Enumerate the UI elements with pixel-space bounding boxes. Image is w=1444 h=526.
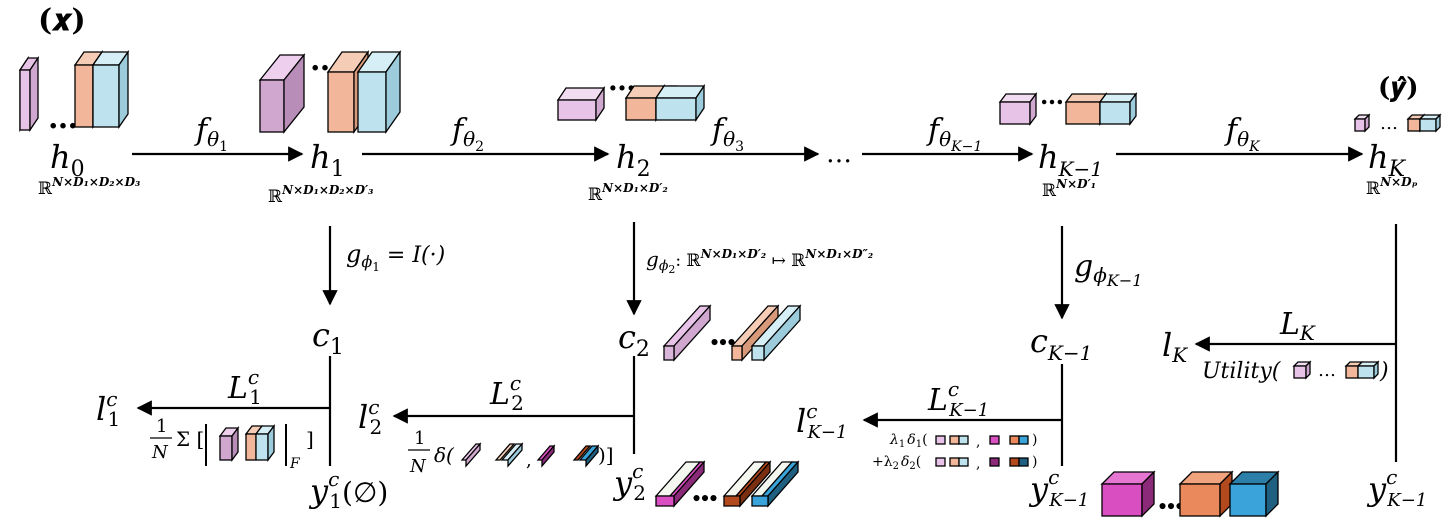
h2-feature-maps: … [556,64,706,123]
yK-1-label-cubes: … [1100,470,1280,518]
node-hK-1: hK−1 [1038,138,1103,181]
utility-word: Utility( [1202,359,1281,384]
f2-frac-den: N [409,456,427,477]
node-c1: c1 [312,316,344,360]
c2-feature-bars: … [662,304,802,362]
f1-norm-sub: F [289,456,301,472]
f-theta-2: fθ2 [450,113,484,155]
g-phi-1: gϕ1 = I(·) [346,240,445,274]
formula-loss-2: 1 N δ( , )] [408,428,614,477]
node-h0: h0 [50,138,85,182]
input-marker: (𝒙) [38,3,86,38]
fK1-line1-comma: , [976,434,980,450]
node-h2: h2 [616,138,651,182]
hK1-ellipsis: … [1040,81,1064,110]
space-h2: ℝN×D₁×D′₂ [588,181,668,205]
f-theta-K: fθK [1224,113,1261,155]
f2-frac-num: 1 [414,428,425,449]
formula-loss-1: 1 N Σ [ F ] [150,416,314,472]
h1-feature-maps: … [258,43,402,135]
fK1-line2-close: ) [1032,454,1037,470]
utility-close: ) [1379,359,1389,384]
h0-ellipsis: … [48,101,78,136]
hK-ellipsis: … [1380,113,1398,134]
f-theta-3: fθ3 [710,113,744,155]
space-hK-1: ℝN×D′₁ [1042,177,1096,201]
g-phi-K-1: gϕK−1 [1074,249,1142,290]
f1-close: ] [306,427,314,451]
space-hK: ℝN×Dₚ [1366,175,1418,199]
f1-frac-num: 1 [156,416,167,437]
node-cK-1: cK−1 [1030,322,1092,365]
space-h0: ℝN×D₁×D₂×D₃ [38,175,140,199]
f2-comma: , [526,450,532,471]
hK1-feature-maps: … [998,81,1138,126]
f2-delta: δ( [434,443,455,467]
node-h1: h1 [310,138,345,182]
middle-ellipsis: … [826,139,852,169]
node-hK: hK [1368,138,1407,182]
g-phi-2: gϕ2: ℝN×D₁×D′₂ ↦ ℝN×D₁×D″₂ [646,247,873,276]
y2-ellipsis: … [692,477,718,507]
f1-sigma: Σ [ [176,427,204,451]
h0-feature-maps: … [18,49,130,136]
fK1-line2-comma: , [976,456,980,472]
utility-ellipsis: … [1318,360,1336,381]
f1-frac-den: N [151,442,169,463]
f-theta-K-1: fθK−1 [926,113,982,155]
y2-label-bars: … [654,460,800,508]
node-lK: lK [1162,326,1188,367]
node-c2: c2 [618,318,650,362]
f-theta-1: fθ1 [194,113,228,155]
space-h1: ℝN×D₁×D₂×D′₃ [268,183,373,207]
loss-LK: LK [1279,307,1316,345]
formula-utility: Utility( … ) [1202,359,1389,384]
fK1-line1-close: ) [1032,432,1037,448]
f2-close: )] [598,443,614,467]
output-marker: (𝒚̂) [1378,73,1419,103]
hK-feature-maps: … [1353,113,1442,134]
